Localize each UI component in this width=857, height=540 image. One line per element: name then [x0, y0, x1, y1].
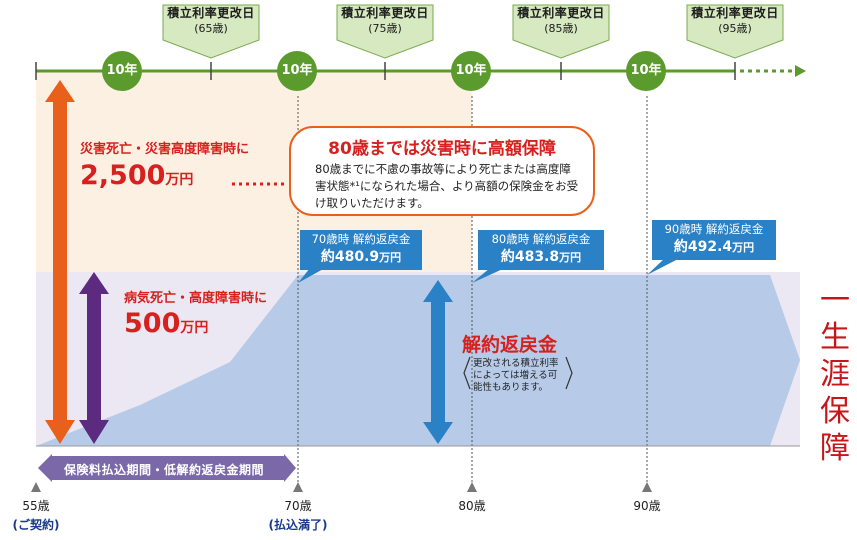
refund-amount: 約480.9万円 [300, 248, 422, 267]
refund-box-80: 80歳時 解約返戻金 約483.8万円 [478, 230, 604, 270]
rate-revision-95: 積立利率更改日 (95歳) [687, 6, 783, 36]
period-bar-body [50, 456, 286, 480]
accident-arrow-top [45, 80, 75, 102]
age-label-90: 90歳 [633, 499, 661, 513]
rate-revision-65: 積立利率更改日 (65歳) [163, 6, 259, 36]
rate-revision-75: 積立利率更改日 (75歳) [337, 6, 433, 36]
refund-amount-value: 約492.4 [673, 239, 733, 255]
period-bar-left-head [38, 454, 52, 482]
rate-revision-shape-95 [686, 4, 784, 59]
age-marker-80 [467, 482, 477, 492]
decade-badge: 10年 [626, 51, 666, 91]
rate-revision-shape-85 [512, 4, 610, 59]
decade-badge: 10年 [277, 51, 317, 91]
refund-amount-unit: 万円 [559, 251, 582, 264]
refund-section-note: 更改される積立利率によっては増える可能性もあります。 [473, 358, 559, 393]
refund-arrow-top [423, 280, 453, 302]
rate-revision-age: (75歳) [368, 22, 402, 35]
accident-coverage-title: 災害死亡・災害高度障害時に [80, 142, 250, 157]
rate-revision-label: 積立利率更改日 [167, 6, 255, 20]
illness-arrow-bottom [79, 420, 109, 444]
age-marker-90 [642, 482, 652, 492]
rate-revision-age: (95歳) [718, 22, 752, 35]
lifetime-char: 涯 [820, 357, 850, 392]
refund-amount: 約492.4万円 [652, 238, 776, 257]
refund-label: 80歳時 解約返戻金 [491, 232, 591, 246]
age-label-80: 80歳 [458, 499, 486, 513]
age-label-55: 55歳 [22, 499, 50, 513]
rate-revision-age: (85歳) [544, 22, 578, 35]
accident-coverage-amount: 2,500万円 [80, 160, 193, 191]
illness-coverage-title: 病気死亡・高度障害時に [124, 291, 268, 306]
refund-note-left-bracket [463, 356, 471, 390]
refund-pointer-90 [647, 258, 680, 275]
timeline-arrow-head [795, 65, 806, 77]
age-label-70: 70歳 [284, 499, 312, 513]
rate-revision-label: 積立利率更改日 [517, 6, 605, 20]
accident-arrow-shaft [53, 100, 67, 422]
age-marker-55 [31, 482, 41, 492]
rate-revision-85: 積立利率更改日 (85歳) [513, 6, 609, 36]
period-bar-right-head [284, 454, 296, 482]
rate-revision-age: (65歳) [194, 22, 228, 35]
accident-arrow-bottom [45, 420, 75, 444]
refund-value-area [36, 275, 800, 446]
rate-revision-label: 積立利率更改日 [691, 6, 779, 20]
decade-badge: 10年 [102, 51, 142, 91]
illness-arrow-top [79, 272, 109, 294]
decade-badge: 10年 [451, 51, 491, 91]
accident-amount-unit: 万円 [165, 172, 194, 188]
refund-label: 90歳時 解約返戻金 [664, 222, 764, 236]
rate-revision-shape-75 [336, 4, 434, 59]
refund-note-right-bracket [565, 356, 573, 390]
callout-title: 80歳までは災害時に高額保障 [328, 139, 556, 159]
high-coverage-callout: 80歳までは災害時に高額保障 80歳までに不慮の事故等により死亡または高度障害状… [289, 126, 595, 216]
refund-amount-value: 約480.9 [320, 249, 380, 265]
refund-pointer-70 [298, 268, 325, 283]
lifetime-char: 保 [820, 394, 850, 429]
refund-amount-value: 約483.8 [500, 249, 560, 265]
age-label-payment-complete: (払込満了) [268, 518, 328, 532]
refund-box-70: 70歳時 解約返戻金 約480.9万円 [300, 230, 422, 270]
illness-arrow-shaft [87, 292, 101, 422]
refund-arrow-shaft [431, 300, 445, 424]
rate-revision-shape-65 [162, 4, 260, 59]
payment-period-label: 保険料払込期間・低解約返戻金期間 [64, 463, 265, 477]
illness-amount-value: 500 [124, 308, 181, 339]
age-marker-70 [293, 482, 303, 492]
lifetime-char: 障 [820, 431, 850, 466]
refund-amount-unit: 万円 [732, 241, 755, 254]
age-label-contract: (ご契約) [12, 518, 60, 532]
callout-body: 80歳までに不慮の事故等により死亡または高度障害状態*¹になられた場合、より高額… [315, 162, 579, 210]
refund-pointer-80 [472, 268, 505, 283]
refund-box-90: 90歳時 解約返戻金 約492.4万円 [652, 220, 776, 260]
illness-coverage-amount: 500万円 [124, 308, 208, 339]
refund-arrow-bottom [423, 422, 453, 444]
refund-label: 70歳時 解約返戻金 [311, 232, 411, 246]
accident-amount-value: 2,500 [80, 160, 166, 191]
refund-amount: 約483.8万円 [478, 248, 604, 267]
refund-section-title: 解約返戻金 [462, 334, 558, 356]
lifetime-char: 一 [820, 283, 850, 318]
rate-revision-label: 積立利率更改日 [341, 6, 429, 20]
refund-amount-unit: 万円 [379, 251, 402, 264]
lifetime-coverage-label: 一 生 涯 保 障 [818, 282, 852, 467]
lifetime-char: 生 [820, 320, 850, 355]
illness-amount-unit: 万円 [180, 320, 209, 336]
